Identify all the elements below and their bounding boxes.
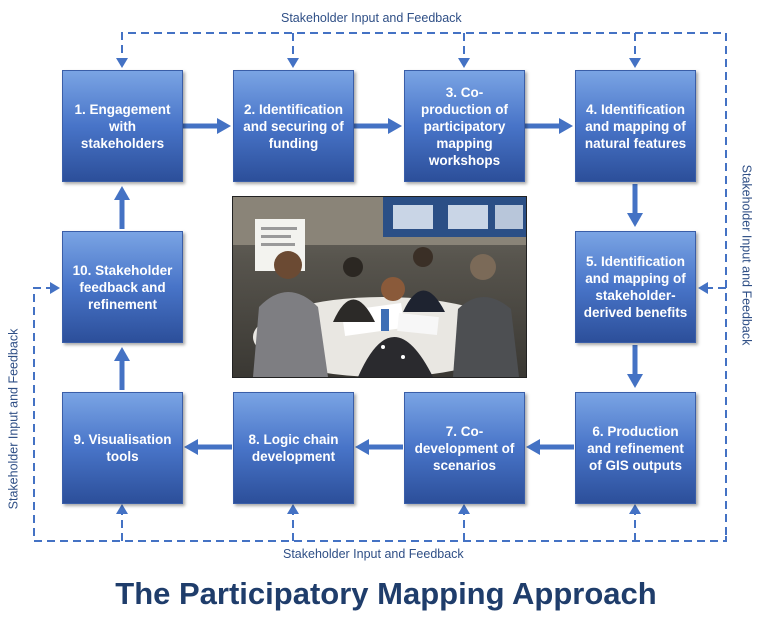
step-label: 9. Visualisation tools [70,431,175,465]
step-box-4: 4. Identification and mapping of natural… [575,70,696,182]
diagram-title: The Participatory Mapping Approach [0,576,772,612]
step-box-10: 10. Stakeholder feedback and refinement [62,231,183,343]
feedback-label-bottom: Stakeholder Input and Feedback [283,547,464,561]
step-label: 1. Engagement with stakeholders [70,101,175,152]
step-box-3: 3. Co-production of participatory mappin… [404,70,525,182]
step-box-5: 5. Identification and mapping of stakeho… [575,231,696,343]
step-label: 10. Stakeholder feedback and refinement [70,262,175,313]
step-box-1: 1. Engagement with stakeholders [62,70,183,182]
step-label: 7. Co-development of scenarios [412,423,517,474]
step-label: 4. Identification and mapping of natural… [583,101,688,152]
step-label: 8. Logic chain development [241,431,346,465]
step-label: 2. Identification and securing of fundin… [241,101,346,152]
step-box-8: 8. Logic chain development [233,392,354,504]
step-box-7: 7. Co-development of scenarios [404,392,525,504]
step-box-2: 2. Identification and securing of fundin… [233,70,354,182]
step-label: 6. Production and refinement of GIS outp… [583,423,688,474]
feedback-label-top: Stakeholder Input and Feedback [281,11,462,25]
step-box-6: 6. Production and refinement of GIS outp… [575,392,696,504]
step-box-9: 9. Visualisation tools [62,392,183,504]
feedback-label-right: Stakeholder Input and Feedback [739,165,753,346]
step-label: 5. Identification and mapping of stakeho… [583,253,688,321]
workshop-photo [232,196,527,378]
feedback-label-left: Stakeholder Input and Feedback [6,329,20,510]
step-label: 3. Co-production of participatory mappin… [412,84,517,169]
